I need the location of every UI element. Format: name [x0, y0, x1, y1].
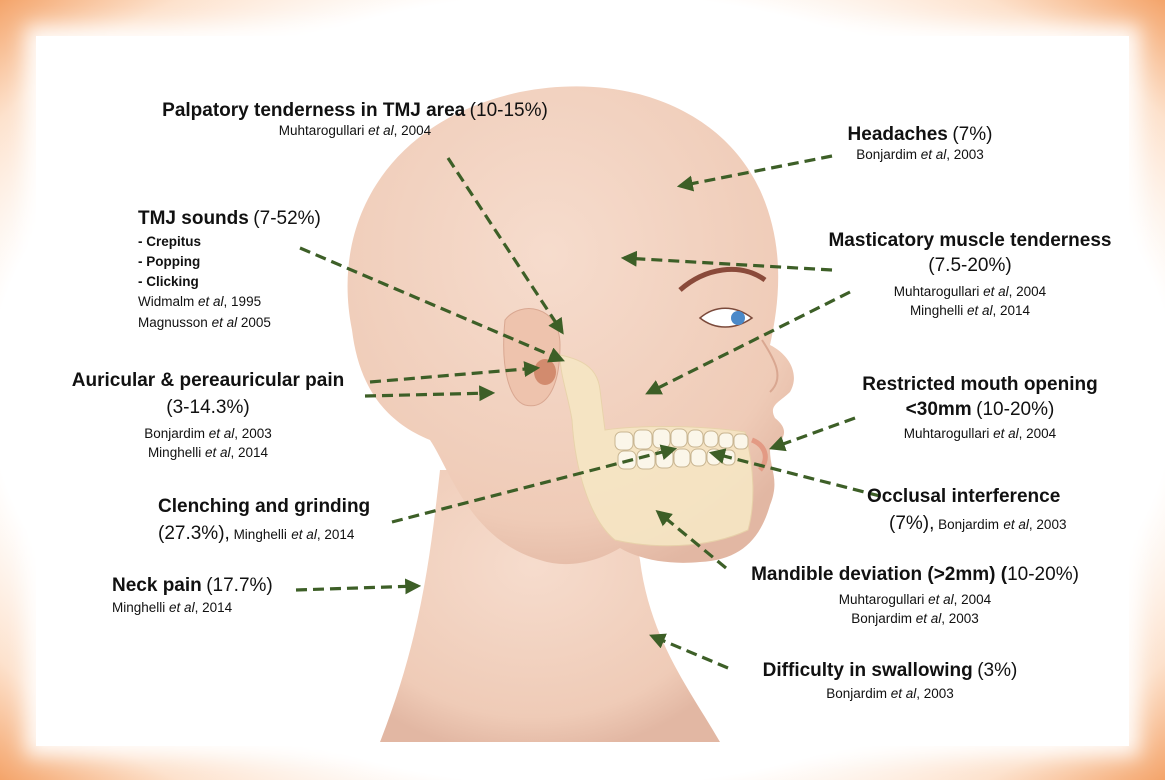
label-tmj-sounds: TMJ sounds (7-52%) - Crepitus - Popping … [138, 208, 321, 331]
swallowing-ref-author: Bonjardim [826, 686, 887, 701]
neck-title: Neck pain [112, 575, 202, 596]
masticatory-ref2-year: , 2014 [993, 303, 1031, 318]
tmj-sounds-ref1-etal: et al [198, 294, 224, 309]
restricted-ref-year: , 2004 [1019, 426, 1057, 441]
masticatory-ref1-author: Muhtarogullari [894, 284, 980, 299]
tmj-sounds-ref2-year: 2005 [237, 315, 271, 330]
clenching-title: Clenching and grinding [158, 496, 370, 519]
mandible-ref2-author: Bonjardim [851, 611, 912, 626]
tmj-sounds-title: TMJ sounds [138, 208, 249, 229]
masticatory-ref1-year: , 2004 [1009, 284, 1047, 299]
tmj-sounds-ref2-author: Magnusson [138, 315, 208, 330]
masticatory-ref1-etal: et al [983, 284, 1009, 299]
tmj-sounds-item: - Crepitus [138, 234, 321, 250]
label-occlusal: Occlusal interference (7%), Bonjardim et… [867, 486, 1066, 536]
neck-ref-etal: et al [169, 600, 195, 615]
auricular-ref1-author: Bonjardim [144, 426, 205, 441]
mandible-ref1-year: , 2004 [954, 592, 992, 607]
clenching-ref-year: , 2014 [317, 527, 355, 542]
restricted-ref-etal: et al [993, 426, 1019, 441]
swallowing-value: (3%) [977, 660, 1017, 681]
headaches-value: (7%) [952, 124, 992, 145]
headaches-ref-etal: et al [921, 147, 947, 162]
palpatory-ref-year: , 2004 [394, 123, 432, 138]
neck-value: (17.7%) [206, 575, 273, 596]
clenching-value: (27.3%), [158, 523, 230, 544]
label-auricular: Auricular & pereauricular pain (3-14.3%)… [58, 370, 358, 461]
headaches-ref-author: Bonjardim [856, 147, 917, 162]
occlusal-ref-etal: et al [1003, 517, 1029, 532]
auricular-title: Auricular & pereauricular pain [58, 370, 358, 393]
tmj-sounds-ref2-etal: et al [212, 315, 238, 330]
tmj-sounds-ref1-author: Widmalm [138, 294, 194, 309]
restricted-title2: <30mm [906, 399, 972, 420]
restricted-value: (10-20%) [976, 399, 1054, 420]
label-restricted: Restricted mouth opening <30mm (10-20%) … [855, 374, 1105, 442]
label-mandible: Mandible deviation (>2mm) (10-20%) Muhta… [725, 564, 1105, 627]
restricted-ref-author: Muhtarogullari [904, 426, 990, 441]
tmj-sounds-value: (7-52%) [253, 208, 321, 229]
neck-ref-year: , 2014 [195, 600, 233, 615]
auricular-ref2-year: , 2014 [231, 445, 269, 460]
masticatory-ref2-etal: et al [967, 303, 993, 318]
label-swallowing: Difficulty in swallowing (3%) Bonjardim … [730, 660, 1050, 702]
mandible-title: Mandible deviation (>2mm) ( [751, 564, 1007, 585]
occlusal-title: Occlusal interference [867, 486, 1066, 509]
masticatory-title: Masticatory muscle tenderness [820, 230, 1120, 253]
occlusal-ref-author: Bonjardim [934, 517, 999, 532]
auricular-ref2-etal: et al [205, 445, 231, 460]
palpatory-value: (10-15%) [470, 100, 548, 121]
clenching-ref-author: Minghelli [230, 527, 287, 542]
arrow-neck [296, 586, 418, 590]
auricular-ref1-etal: et al [209, 426, 235, 441]
mandible-value: 10-20%) [1007, 564, 1079, 585]
mandible-ref1-etal: et al [928, 592, 954, 607]
restricted-title: Restricted mouth opening [855, 374, 1105, 397]
headaches-ref-year: , 2003 [946, 147, 984, 162]
tmj-sounds-item: - Popping [138, 254, 321, 270]
auricular-ref2-author: Minghelli [148, 445, 201, 460]
palpatory-title: Palpatory tenderness in TMJ area [162, 100, 465, 121]
mandible-ref1-author: Muhtarogullari [839, 592, 925, 607]
neck-ref-author: Minghelli [112, 600, 165, 615]
label-neck: Neck pain (17.7%) Minghelli et al, 2014 [112, 575, 273, 616]
label-clenching: Clenching and grinding (27.3%), Minghell… [158, 496, 370, 546]
auricular-value: (3-14.3%) [58, 397, 358, 420]
arrow-restricted [772, 418, 855, 448]
occlusal-ref-year: , 2003 [1029, 517, 1067, 532]
label-headaches: Headaches (7%) Bonjardim et al, 2003 [830, 124, 1010, 163]
swallowing-title: Difficulty in swallowing [763, 660, 973, 681]
masticatory-value: (7.5-20%) [820, 255, 1120, 278]
palpatory-ref-author: Muhtarogullari [279, 123, 365, 138]
mandible-ref2-year: , 2003 [941, 611, 979, 626]
swallowing-ref-year: , 2003 [916, 686, 954, 701]
mandible-ref2-etal: et al [916, 611, 942, 626]
label-masticatory: Masticatory muscle tenderness (7.5-20%) … [820, 230, 1120, 319]
tmj-sounds-ref1-year: , 1995 [224, 294, 262, 309]
headaches-title: Headaches [848, 124, 948, 145]
masticatory-ref2-author: Minghelli [910, 303, 963, 318]
palpatory-ref-etal: et al [368, 123, 394, 138]
swallowing-ref-etal: et al [891, 686, 917, 701]
clenching-ref-etal: et al [291, 527, 317, 542]
label-palpatory: Palpatory tenderness in TMJ area (10-15%… [140, 100, 570, 139]
occlusal-value: (7%), [889, 513, 934, 534]
tmj-sounds-item: - Clicking [138, 274, 321, 290]
auricular-ref1-year: , 2003 [234, 426, 272, 441]
